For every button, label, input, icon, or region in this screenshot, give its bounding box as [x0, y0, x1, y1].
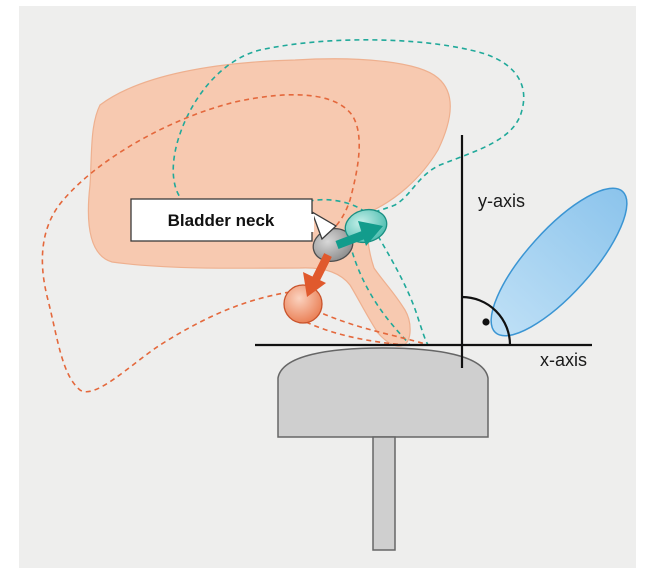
ultrasound-probe-head — [278, 348, 488, 437]
bladder-neck-descended — [284, 285, 322, 323]
bladder-neck-text: Bladder neck — [168, 211, 275, 230]
right-angle-dot — [482, 318, 489, 325]
x-axis-label: x-axis — [540, 350, 587, 370]
ultrasound-probe-handle — [373, 437, 395, 550]
y-axis-label: y-axis — [478, 191, 525, 211]
bladder-neck-label: Bladder neck — [131, 199, 336, 241]
